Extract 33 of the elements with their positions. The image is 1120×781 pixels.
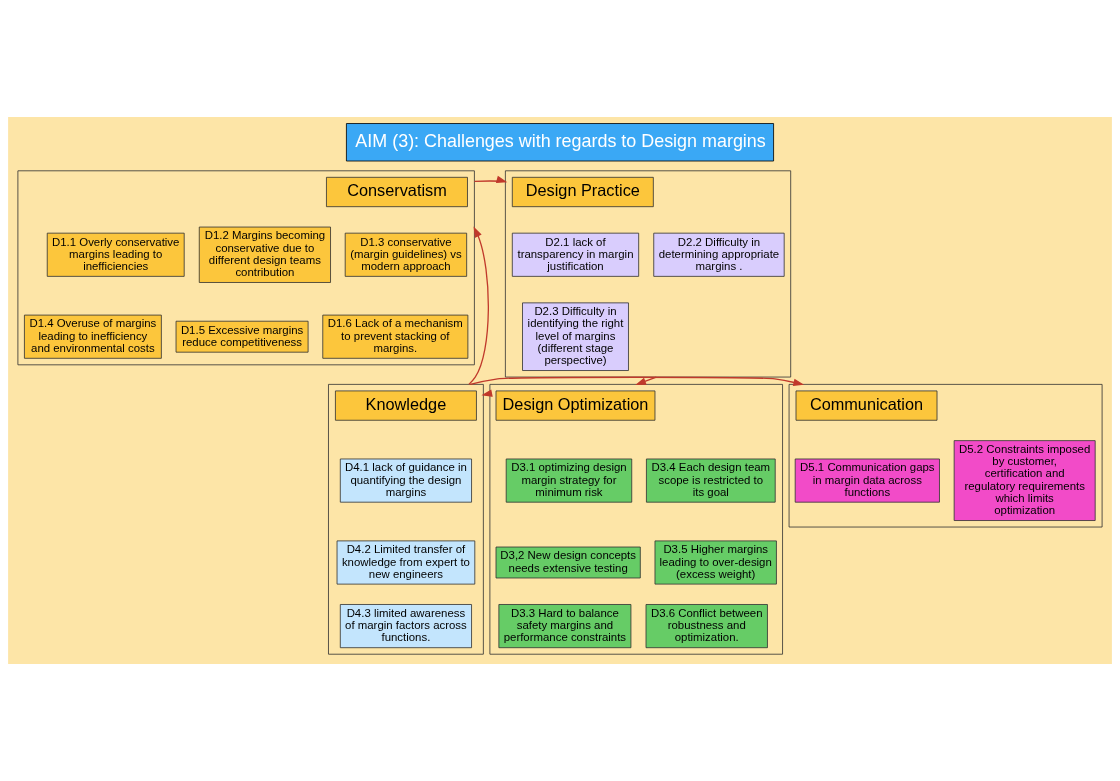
node-box: D1.5 Excessive margins reduce competitiveness — [175, 320, 309, 353]
node-box: D5.2 Constraints imposed by customer, certification and regulatory requirements which limits optimization — [953, 440, 1096, 521]
cluster — [504, 170, 792, 378]
arrow — [468, 226, 489, 386]
node-box: D1.6 Lack of a mechanism to prevent stacking of margins. — [322, 314, 469, 359]
node-box: D1.4 Overuse of margins leading to inefficiency and environmental costs — [24, 314, 162, 359]
cluster — [328, 383, 484, 655]
node-box: D4.3 limited awareness of margin factors across functions. — [339, 604, 472, 649]
arrow — [473, 175, 508, 184]
diagram-title: AIM (3): Challenges with regards to Design margins — [355, 130, 766, 151]
node-box: D2.3 Difficulty in identifying the right level of margins (different stage perspective) — [522, 302, 629, 371]
node-box: D1.2 Margins becoming conservative due to different design teams contribution — [198, 226, 331, 283]
node-box: D4.1 lack of guidance in quantifying the design margins — [339, 458, 472, 503]
node-box: D3.5 Higher margins leading to over-design (excess weight) — [654, 540, 777, 585]
node-box: D5.1 Communication gaps in margin data across functions — [794, 458, 940, 503]
node-box: D1.1 Overly conservative margins leading to inefficiencies — [46, 232, 185, 277]
node-box: D3.1 optimizing design margin strategy for minimum risk — [505, 458, 633, 503]
node-box: D2.2 Difficulty in determining appropriate margins . — [653, 232, 785, 277]
node-box: D4.2 Limited transfer of knowledge from expert to new engineers — [336, 540, 476, 585]
cluster — [17, 170, 475, 366]
node-box: Design Optimization — [495, 390, 656, 421]
node-box: Knowledge — [335, 390, 477, 421]
node-box: Design Practice — [511, 176, 654, 208]
node-box: D1.3 conservative (margin guidelines) vs modern approach — [344, 232, 468, 277]
node-box: D2.1 lack of transparency in margin justification — [511, 232, 640, 277]
node-box: Communication — [795, 390, 938, 421]
cluster — [489, 383, 783, 655]
node-box: Conservatism — [326, 176, 468, 208]
cluster — [788, 383, 1103, 528]
node-box: D3,2 New design concepts needs extensive testing — [495, 546, 641, 579]
node-box: D3.6 Conflict between robustness and optimization. — [645, 604, 768, 649]
node-box: D3.3 Hard to balance safety margins and performance constraints — [498, 604, 632, 649]
node-box: D3.4 Each design team scope is restricted to its goal — [646, 458, 776, 503]
